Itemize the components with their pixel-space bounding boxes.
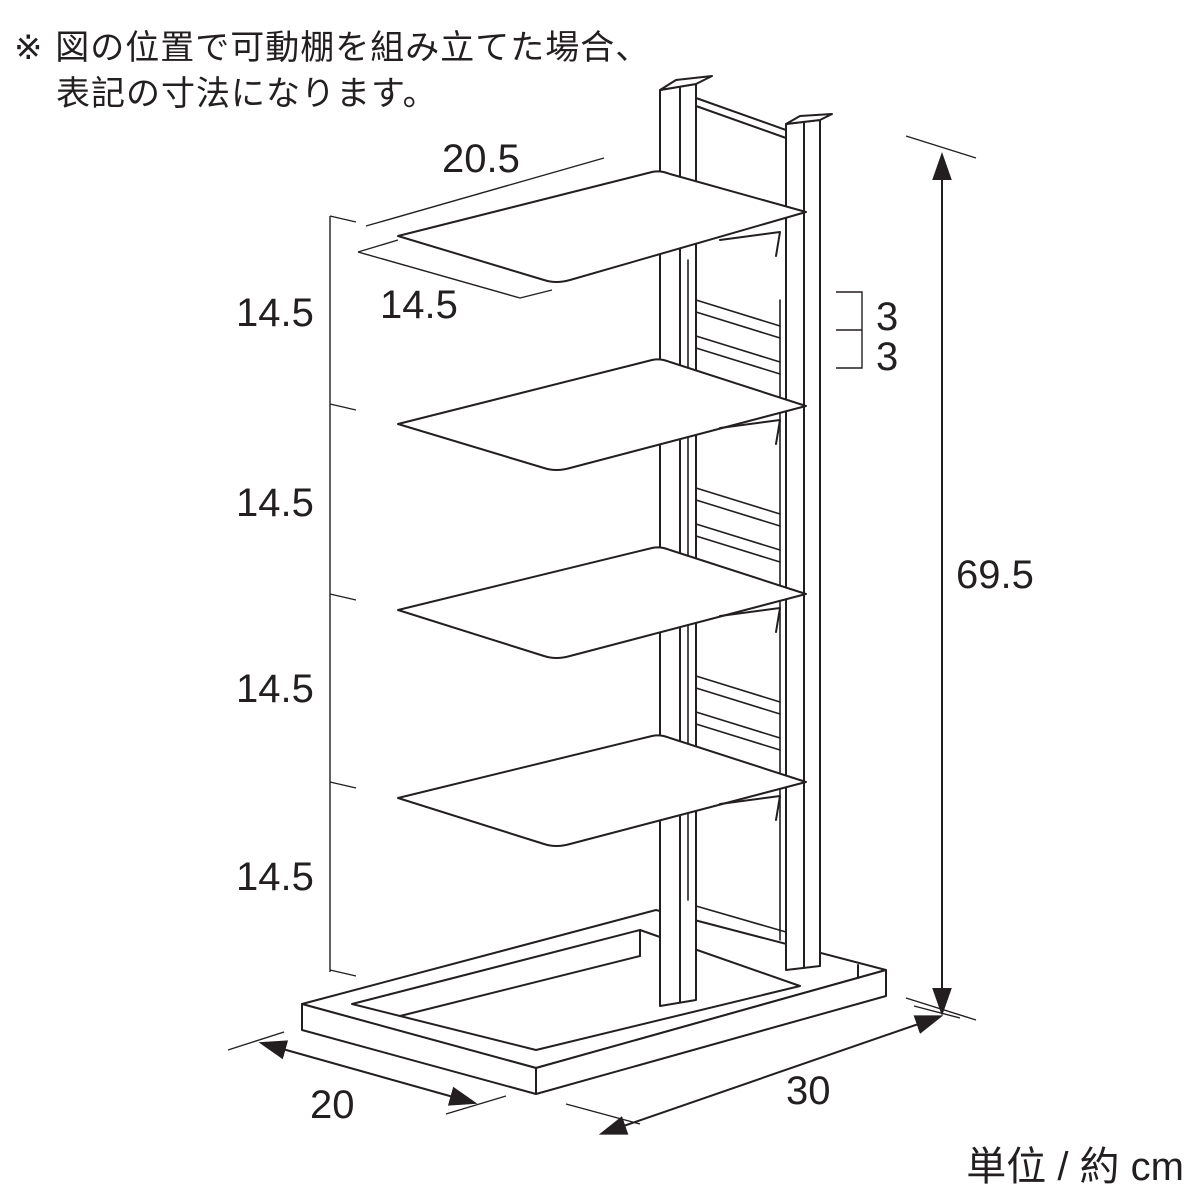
assembly-note-line-1: ※ 図の位置で可動棚を組み立てた場合、	[14, 28, 651, 68]
unit-label: 単位 / 約 cm	[966, 1145, 1184, 1189]
shelf-depth-label: 14.5	[380, 283, 458, 327]
base-depth-dimension-line	[227, 1031, 507, 1115]
shelf-spacing-dimension-line	[329, 215, 357, 977]
slot-pitch-label-2: 3	[876, 335, 898, 379]
base-width-dimension-line	[565, 1005, 961, 1135]
shelf-3	[397, 546, 807, 659]
right-post	[785, 113, 833, 971]
shelf-spacing-label-4: 14.5	[236, 855, 314, 899]
shelf-2	[397, 358, 807, 471]
shelf-4	[397, 734, 807, 847]
base-width-label: 30	[786, 1069, 831, 1113]
slot-pitch-label-1: 3	[876, 295, 898, 339]
assembly-note-line-2: 表記の寸法になります。	[56, 74, 438, 114]
shelf-width-dimension-line	[357, 157, 605, 253]
shelf-depth-dimension-line	[357, 251, 553, 299]
shelf-width-label: 20.5	[442, 137, 520, 181]
total-height-label: 69.5	[956, 553, 1034, 597]
shelf-spacing-label-1: 14.5	[236, 291, 314, 335]
shelf-spacing-label-3: 14.5	[236, 667, 314, 711]
shelf-spacing-label-2: 14.5	[236, 481, 314, 525]
top-rail	[695, 97, 787, 131]
base-depth-label: 20	[310, 1083, 355, 1127]
shelf-1	[397, 170, 807, 283]
slot-pitch-bracket	[836, 291, 863, 369]
total-height-dimension-line	[905, 135, 977, 1021]
